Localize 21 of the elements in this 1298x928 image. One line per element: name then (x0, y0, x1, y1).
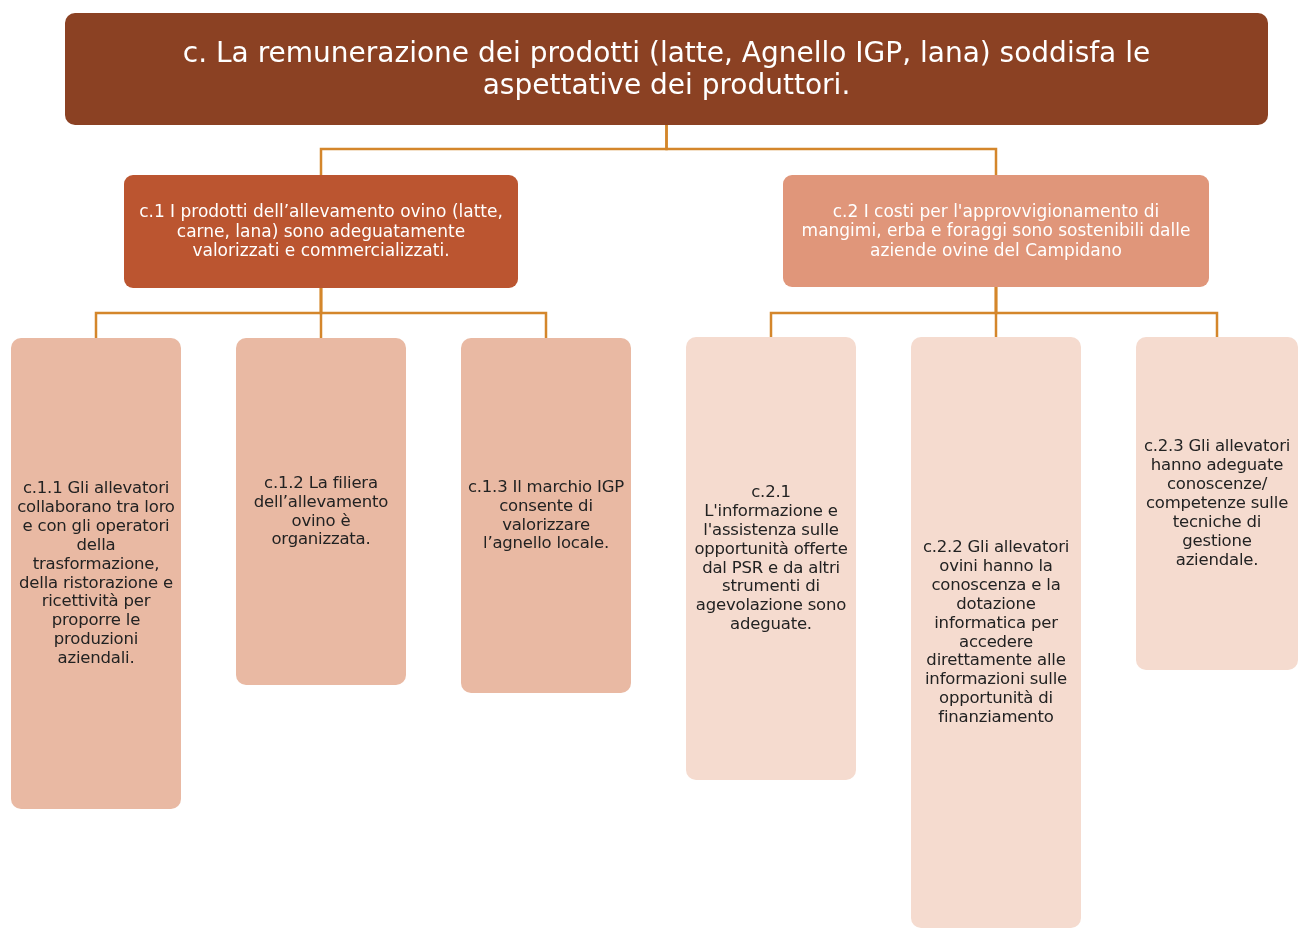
text-box (911, 337, 1081, 928)
text-box (783, 175, 1209, 287)
text-box (124, 175, 518, 288)
box-text: c.2.2 Gli allevatori ovini hanno la conoscenza e la dotazione informatica per accedere direttamente alle informazioni sulle opportunità di finanziamento (921, 537, 1071, 728)
box-text: c.1 I prodotti dell’allevamento ovino (latte, carne, lana) sono adeguatamente valorizzati e commercializzati. (138, 202, 504, 261)
text-box (65, 13, 1268, 125)
connector-line (319, 288, 548, 338)
connector-line (994, 287, 1219, 337)
box-text: c.1.1 Gli allevatori collaborano tra loro e con gli operatori della trasformazione, della ristorazione e ricettività per proporre le produzioni aziendali. (16, 478, 176, 669)
box-text: c.2 I costi per l'approvvigionamento di mangimi, erba e foraggi sono sostenibili dalle aziende ovine del Campidano (800, 201, 1192, 261)
box-text: c.2.3 Gli allevatori hanno adeguate conoscenze/ competenze sulle tecniche di gestione aziendale. (1142, 437, 1292, 570)
box-text: c.1.2 La filiera dell’allevamento ovino è organizzata. (252, 473, 390, 550)
text-box (1136, 337, 1298, 670)
text-box (461, 338, 631, 693)
text-box (236, 338, 406, 685)
box-text: c.2.1 L'informazione e l'assistenza sulle opportunità offerte dal PSR e da altri strumenti di agevolazione sono adeguate. (693, 482, 849, 635)
text-box (11, 338, 181, 809)
box-text: c. La remunerazione dei prodotti (latte, Agnello IGP, lana) soddisfa le aspettative dei produttori. (181, 36, 1152, 102)
text-box (686, 337, 856, 780)
box-text: c.1.3 Il marchio IGP consente di valorizzare l’agnello locale. (466, 477, 626, 554)
connector-line (665, 125, 998, 175)
